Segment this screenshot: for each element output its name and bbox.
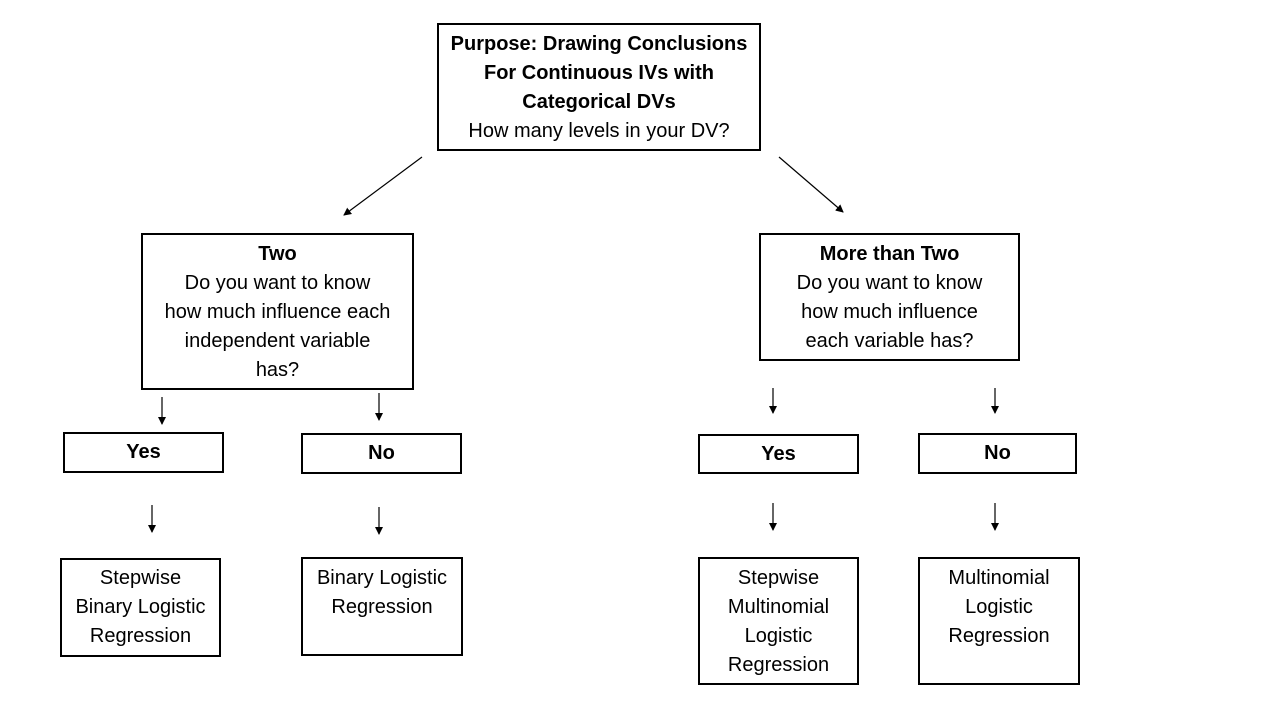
right-no-result-line-1: Multinomial [948,567,1050,589]
right-no-result-line-2: Logistic [965,596,1033,618]
right-no-node: No [918,433,1077,474]
right-yes-node: Yes [698,434,859,474]
left-yes-result-node: Stepwise Binary Logistic Regression [60,558,221,657]
two-question-line-1: Do you want to know [184,272,371,294]
more-than-two-heading: More than Two [819,243,960,265]
two-question-line-3: independent variable [184,330,371,352]
left-no-result-line-2: Regression [331,596,433,618]
more-question-line-3: each variable has? [805,330,974,352]
arrow-root-to-more-than-two [778,156,844,213]
more-than-two-node: More than Two Do you want to know how mu… [759,233,1020,361]
more-question-line-1: Do you want to know [796,272,983,294]
right-no-result-node: Multinomial Logistic Regression [918,557,1080,685]
left-yes-result-line-3: Regression [89,625,192,647]
right-yes-result-line-1: Stepwise [737,567,820,589]
left-yes-result-line-2: Binary Logistic [75,596,206,618]
left-no-result-line-1: Binary Logistic [316,567,448,589]
two-node: Two Do you want to know how much influen… [141,233,414,390]
left-no-result-node: Binary Logistic Regression [301,557,463,656]
left-no-node: No [301,433,462,474]
arrow-root-to-two [343,156,423,216]
right-no-result-line-3: Regression [948,625,1050,647]
right-yes-result-line-4: Regression [727,654,830,676]
left-yes-result-line-1: Stepwise [99,567,182,589]
root-title-line-3: Categorical DVs [522,91,676,113]
root-question: How many levels in your DV? [468,120,730,142]
two-heading: Two [258,243,297,265]
root-title-line-1: Purpose: Drawing Conclusions [450,33,748,55]
two-question-line-2: how much influence each [164,301,391,323]
root-node: Purpose: Drawing Conclusions For Continu… [437,23,761,151]
root-title-line-2: For Continuous IVs with [484,62,714,84]
more-question-line-2: how much influence [801,301,978,323]
right-yes-result-line-3: Logistic [744,625,813,647]
two-question-line-4: has? [255,359,300,381]
right-yes-result-node: Stepwise Multinomial Logistic Regression [698,557,859,685]
left-yes-node: Yes [63,432,224,473]
right-yes-result-line-2: Multinomial [727,596,830,618]
